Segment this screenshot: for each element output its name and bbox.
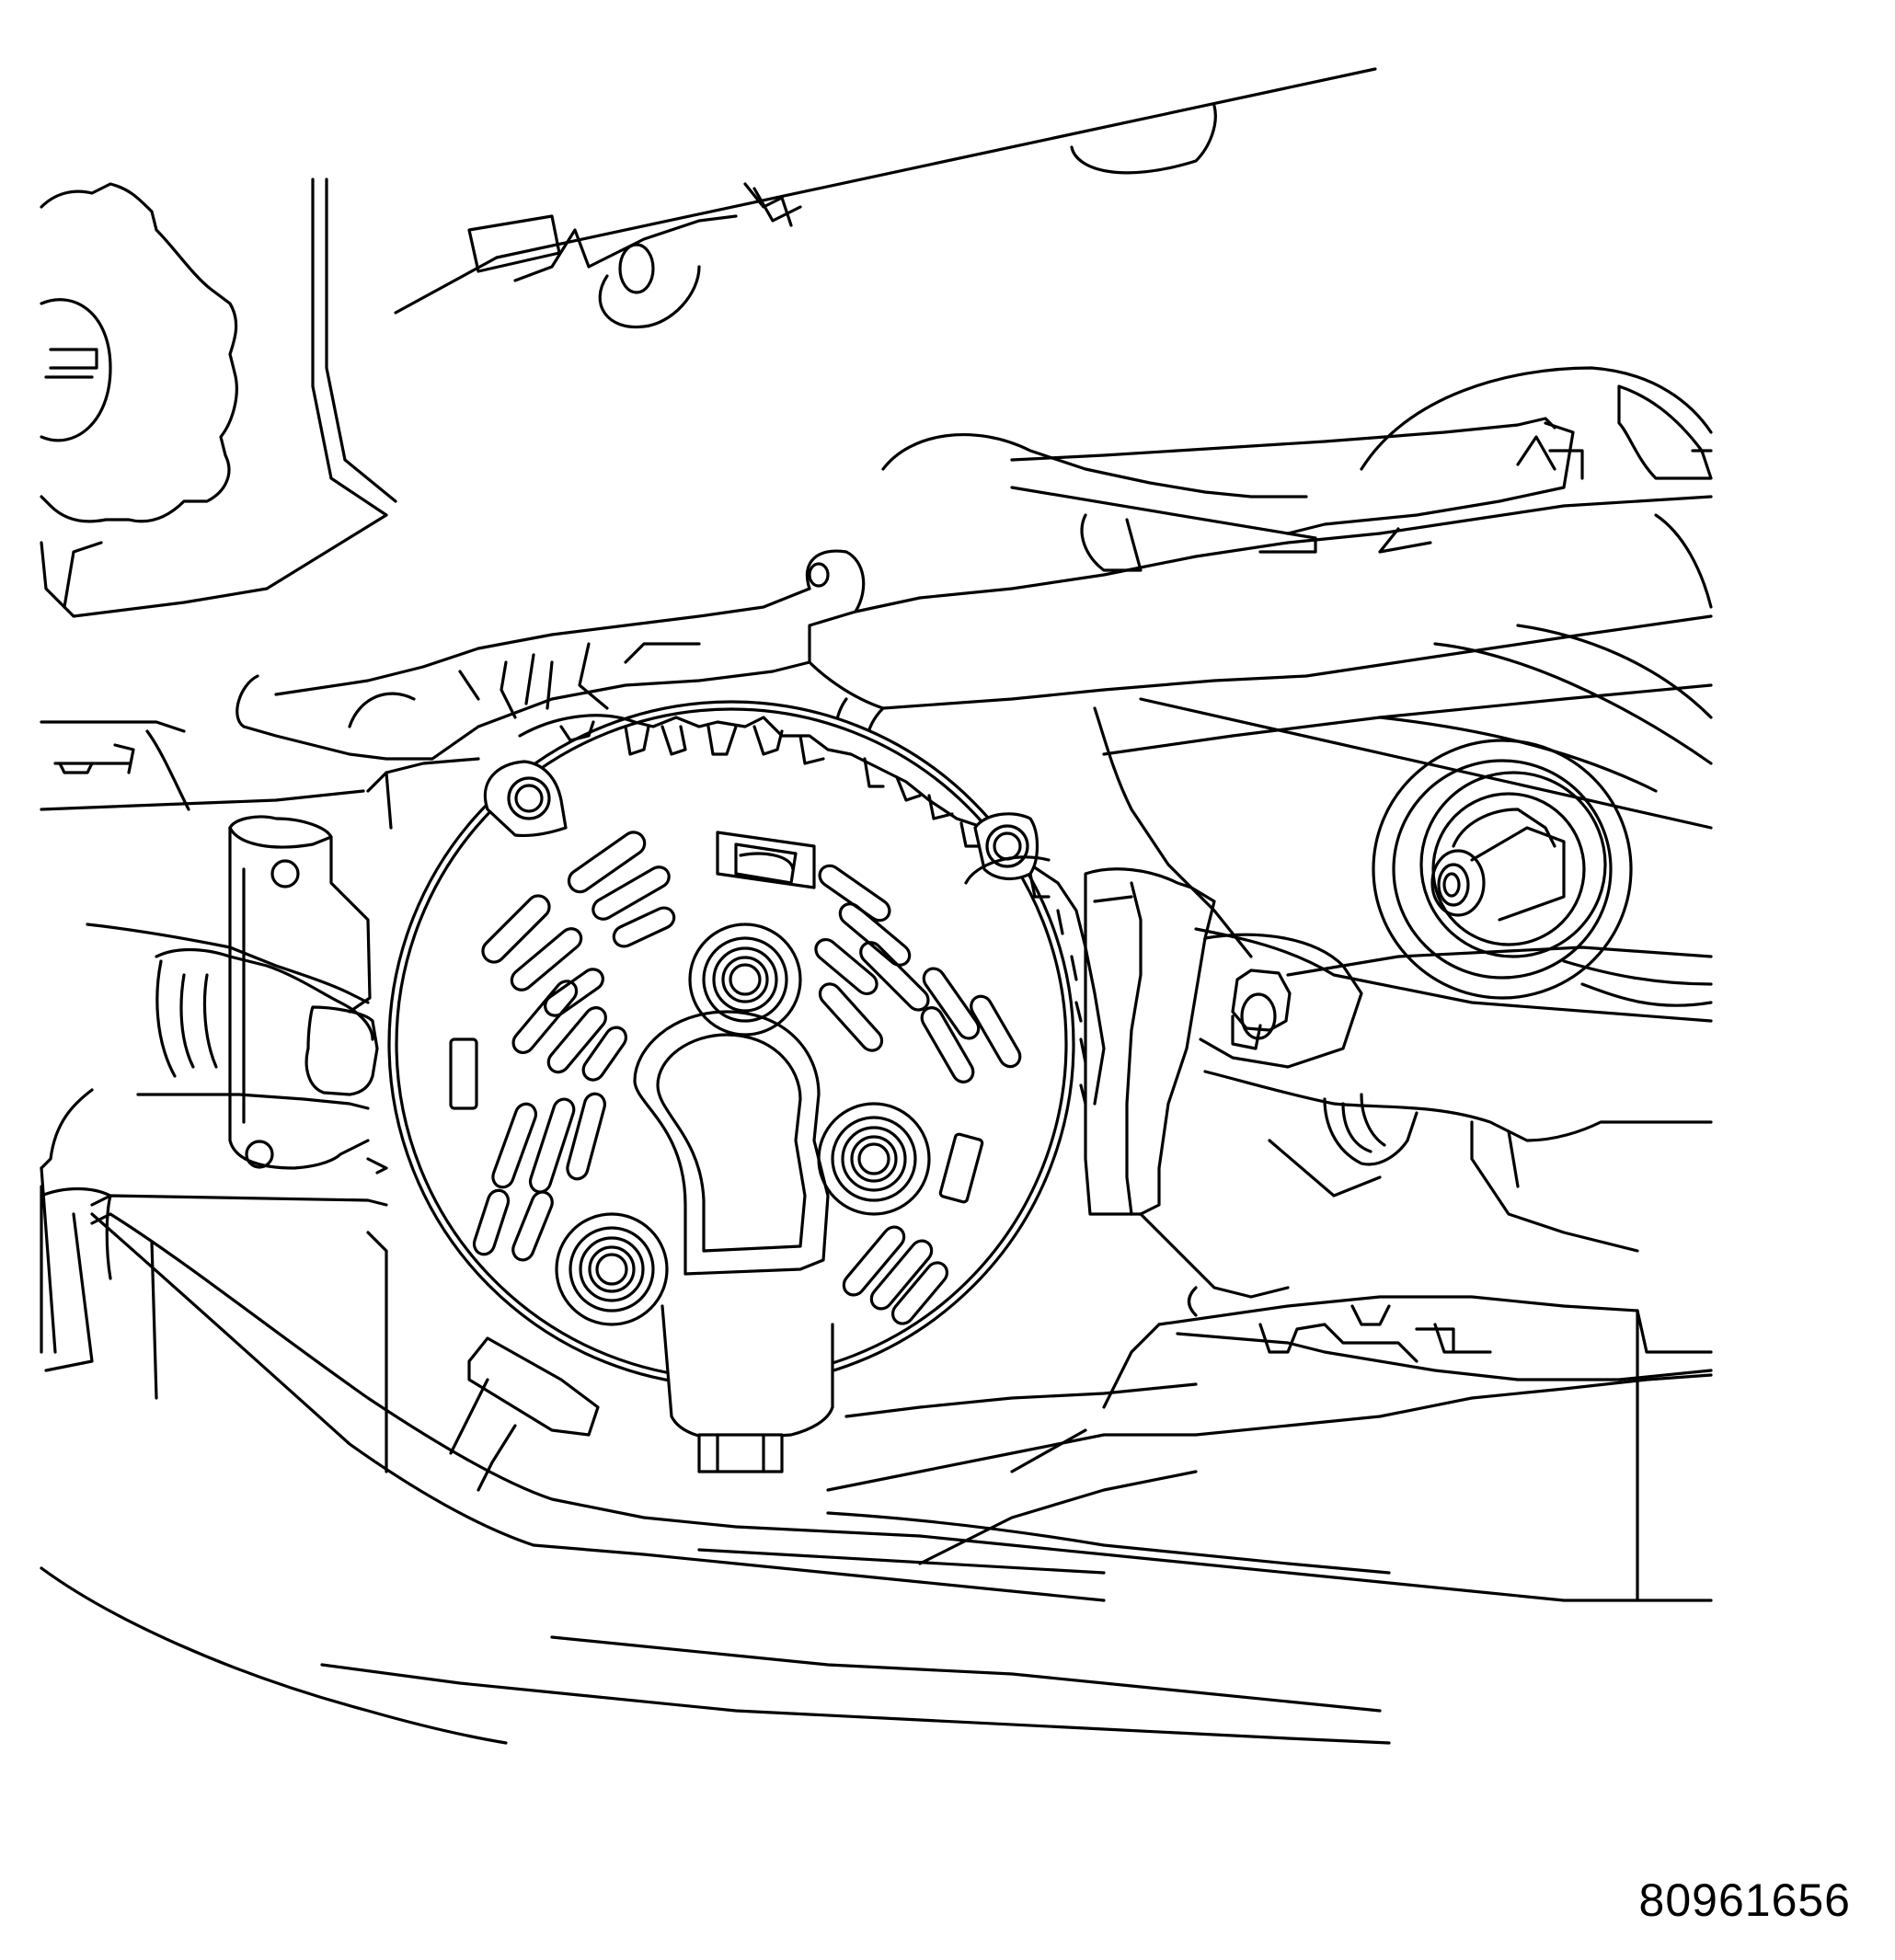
upper-bracket — [881, 366, 1713, 572]
technician-hand — [40, 923, 388, 1372]
lower-frame-rail — [40, 1194, 1713, 1745]
alternator-bolt-left — [555, 1212, 669, 1326]
alternator-bolt-top — [688, 923, 802, 1037]
cooling-slots — [449, 831, 1022, 1325]
mounting-bracket — [1084, 867, 1713, 1299]
right-housing — [1093, 624, 1713, 1023]
alternator — [387, 700, 1106, 1492]
lower-cradle — [1157, 1286, 1713, 1602]
right-edge-panel — [1654, 449, 1713, 609]
figure-id-label: 80961656 — [1638, 1874, 1851, 1926]
engine-upper-block — [311, 67, 1377, 517]
crankshaft-pulley — [40, 182, 388, 618]
left-support-clamp — [40, 720, 480, 1170]
